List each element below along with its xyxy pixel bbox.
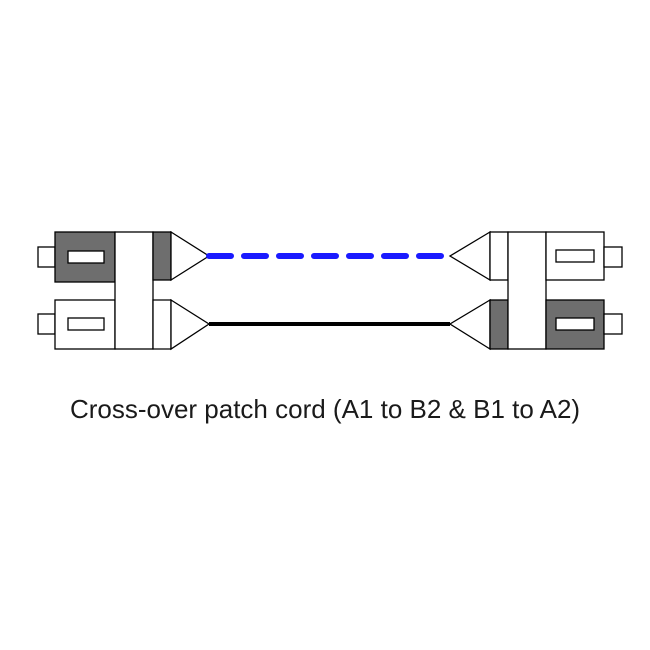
left-bottom-boot-collar (152, 299, 172, 350)
left-top-boot (152, 230, 211, 282)
left-housing (114, 231, 154, 350)
diagram-caption: Cross-over patch cord (A1 to B2 & B1 to … (69, 394, 581, 424)
right-top-ferrule-slot (555, 249, 595, 263)
left-top-boot-cone (170, 230, 211, 282)
left-b1-ferrule-tail (37, 313, 56, 335)
left-bottom-boot-cone (170, 298, 211, 351)
left-duplex-connector (37, 230, 211, 351)
left-bottom-boot (152, 298, 211, 351)
right-bottom-boot (448, 298, 509, 351)
right-connector-top (545, 231, 623, 281)
right-top-boot-cone (448, 230, 491, 282)
left-a1-ferrule-tail (37, 246, 56, 268)
right-connector-bottom (545, 299, 623, 350)
left-a1-ferrule-slot (67, 250, 105, 264)
left-connector-b1 (37, 299, 116, 350)
right-bottom-ferrule-tail (603, 313, 623, 335)
right-top-boot (448, 230, 509, 282)
right-top-boot-collar (489, 231, 509, 281)
right-bottom-ferrule-slot (555, 317, 595, 331)
right-bottom-boot-collar (489, 299, 509, 350)
left-b1-ferrule-slot (67, 317, 105, 331)
right-bottom-boot-cone (448, 298, 491, 351)
right-top-ferrule-tail (603, 246, 623, 268)
right-duplex-connector (448, 230, 623, 351)
right-housing (507, 231, 547, 350)
left-top-boot-collar (152, 231, 172, 281)
left-connector-a1 (37, 231, 116, 283)
